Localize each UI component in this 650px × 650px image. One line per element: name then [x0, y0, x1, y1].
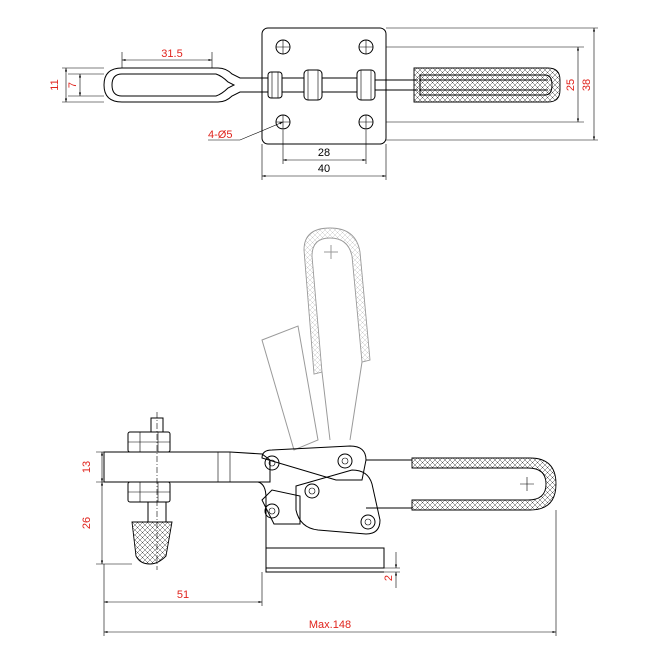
mounting-holes [275, 39, 374, 130]
dim-40-label: 40 [318, 163, 330, 175]
hold-down-arm-side [103, 451, 271, 483]
side-view: 13 26 2 51 Max.148 [81, 227, 557, 636]
dim-31-5-label: 31.5 [161, 48, 182, 60]
dim-26-label: 26 [81, 517, 93, 529]
dim-handle-len: 31.5 [121, 48, 213, 68]
dim-max148-label: Max.148 [309, 619, 351, 631]
dim-reach: 51 [103, 564, 263, 606]
dim-heights: 13 26 [81, 451, 132, 565]
dim-7-label: 7 [67, 82, 79, 88]
dim-51-label: 51 [177, 589, 189, 601]
dim-4-holes-label: 4-Ø5 [208, 129, 232, 141]
dim-holes: 4-Ø5 [208, 121, 284, 141]
dim-13-label: 13 [81, 461, 93, 473]
open-position-ghost [261, 227, 371, 451]
spindle [127, 412, 173, 570]
clamp-body [228, 481, 385, 569]
dim-38-label: 38 [581, 79, 593, 91]
dim-hole-pitch: 28 [282, 130, 367, 164]
dim-2-label: 2 [383, 575, 395, 581]
dim-base-width: 40 [261, 144, 387, 180]
linkage [261, 445, 381, 535]
handle-bar [375, 79, 418, 91]
handle-grip [413, 67, 561, 103]
hold-down-arm [103, 67, 269, 103]
dim-slot: 7 11 [49, 67, 104, 103]
top-view: 31.5 7 11 4-Ø5 28 40 [49, 27, 598, 180]
dim-base-thickness: 2 [383, 552, 400, 588]
handle-closed [411, 457, 557, 511]
base-plate [261, 27, 387, 145]
dim-25-label: 25 [565, 79, 577, 91]
dim-grip: 25 38 [386, 27, 598, 141]
dim-11-label: 11 [49, 79, 61, 90]
pivot-block [267, 69, 376, 101]
dim-28-label: 28 [318, 147, 330, 159]
dim-overall: Max.148 [103, 510, 557, 636]
